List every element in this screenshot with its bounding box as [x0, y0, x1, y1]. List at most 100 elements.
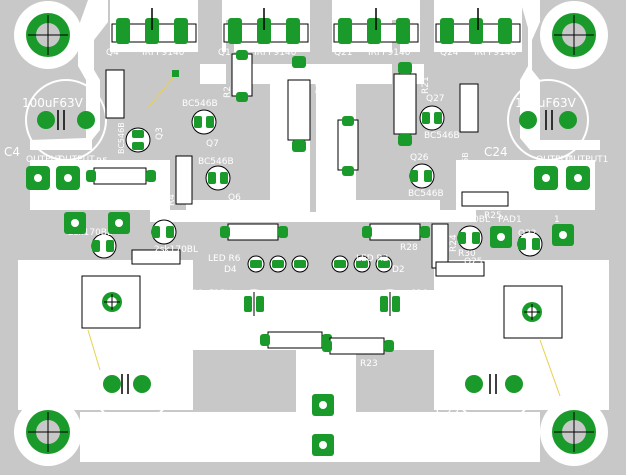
- resistor-r5: [86, 167, 156, 185]
- resistor-r4: [175, 155, 193, 205]
- resistor-r10: [131, 249, 181, 265]
- label-q5-part: 2sk170BL: [154, 245, 198, 255]
- label-r27-val: 22k: [467, 99, 477, 116]
- via-top: [172, 70, 179, 77]
- label-q1-part: IRFP9140: [254, 48, 297, 58]
- resistor-r22: [337, 116, 359, 176]
- resistor-r1: [287, 56, 311, 152]
- label-r9: R9: [544, 343, 556, 353]
- pad-ingnd: [312, 434, 334, 456]
- mounting-hole-tl: [14, 1, 82, 69]
- label-led-left: LED R6: [208, 254, 241, 264]
- label-r1: R1: [315, 82, 325, 94]
- trimmer-left: [81, 275, 141, 329]
- label-q24: Q24: [440, 48, 459, 58]
- label-output-right: OUTPUT: [536, 155, 573, 165]
- mosfet-q24: [435, 8, 521, 44]
- mosfet-q21: [333, 8, 419, 44]
- label-r3-val: 27: [274, 337, 285, 347]
- cap-c24: [507, 79, 589, 161]
- label-c22: C22: [436, 405, 460, 419]
- resistor-r28: [362, 223, 430, 241]
- label-r23: R23: [360, 359, 378, 369]
- label-q2: Q2: [98, 265, 111, 275]
- label-output-left: OUTPUT: [26, 155, 63, 165]
- mosfet-q1: [223, 8, 309, 44]
- label-q23-part: BC546B: [461, 152, 470, 184]
- label-pad-left: PAD: [110, 203, 128, 213]
- label-c1: C1: [224, 315, 236, 325]
- label-trimmer-right: 63P: [520, 289, 537, 299]
- mounting-hole-tr: [540, 1, 608, 69]
- transistor-q27: [419, 105, 445, 131]
- transistor-q3: [125, 127, 151, 153]
- led-row-right: [331, 255, 393, 273]
- jfet-q25: [457, 225, 483, 251]
- label-r4: R4: [167, 194, 177, 206]
- label-c2: C2: [162, 349, 178, 363]
- label-r3: R3: [268, 321, 280, 331]
- label-r24-val: 47: [437, 243, 447, 254]
- cap-c2: [91, 343, 173, 425]
- copper-right-rail: [520, 0, 600, 150]
- resistor-r8: [220, 223, 288, 241]
- label-r21: R21: [421, 76, 431, 94]
- resistor-r2: [231, 50, 253, 102]
- label-q27-part: BC546B: [424, 131, 460, 141]
- resistor-r30: [435, 261, 485, 277]
- label-r10-val: 4k7: [150, 255, 167, 265]
- label-r2: R2: [223, 86, 233, 98]
- label-q2-part: 2sk170BL: [68, 228, 112, 238]
- transistor-q26: [409, 163, 435, 189]
- label-q26: Q26: [410, 153, 429, 163]
- pad-output-right: [534, 166, 590, 190]
- label-r23-val: 0R: [360, 343, 372, 353]
- label-r1-val: 10 2W: [296, 94, 306, 123]
- label-q21: Q21: [334, 48, 353, 58]
- label-q7: Q7: [206, 139, 219, 149]
- label-r25: R25: [484, 211, 502, 221]
- resistor-r7: [105, 69, 125, 119]
- jfet-q22: [517, 231, 543, 257]
- pad-input: [312, 394, 334, 416]
- copper-input-strip: [296, 290, 356, 460]
- label-r8: R8: [228, 215, 240, 225]
- transistor-q7: [191, 109, 217, 135]
- label-q22: Q22: [518, 229, 537, 239]
- label-r11: R11: [82, 265, 100, 275]
- cap-c1: [239, 289, 269, 319]
- label-r4-val: 47: [181, 177, 191, 188]
- label-input: INPUT: [312, 383, 339, 393]
- label-led-left-d: D4: [224, 265, 237, 275]
- jumper-left: [87, 329, 101, 371]
- label-r22-val: 22k: [347, 137, 357, 154]
- label-q22-part: 2sk170BL: [512, 267, 556, 277]
- resistor-r23: [322, 337, 394, 355]
- label-r2-val: 22k: [243, 65, 253, 82]
- trimmer-right: [503, 285, 563, 339]
- label-r10: R10: [160, 269, 178, 279]
- jfet-q2: [91, 233, 117, 259]
- pad-output-left: [26, 166, 80, 190]
- label-pad-right: PAD1: [498, 215, 522, 225]
- label-c4: C4: [4, 145, 20, 159]
- jumper-right: [539, 339, 561, 397]
- transistor-q6: [205, 165, 231, 191]
- label-c22-val: 100uF63V: [460, 361, 522, 375]
- label-led-right-d: D2: [392, 265, 405, 275]
- jfet-q5: [151, 219, 177, 245]
- mounting-hole-bl: [14, 398, 82, 466]
- label-r21-val: 10 2W: [402, 88, 412, 117]
- mounting-hole-br: [540, 398, 608, 466]
- label-r5: R5: [96, 157, 108, 167]
- label-q4-part: IRFP9140: [142, 48, 185, 58]
- label-q27: Q27: [426, 94, 445, 104]
- label-c2-val: 100uF63V: [100, 395, 162, 409]
- cap-c26: [375, 289, 405, 319]
- cap-c22: [453, 343, 535, 425]
- label-q25: Q25: [464, 257, 483, 267]
- label-q1: Q1: [218, 48, 231, 58]
- label-r8-val: 27: [232, 229, 243, 239]
- label-output-left2: OUTPUT: [58, 155, 95, 165]
- label-r25-val: 0R: [480, 196, 492, 206]
